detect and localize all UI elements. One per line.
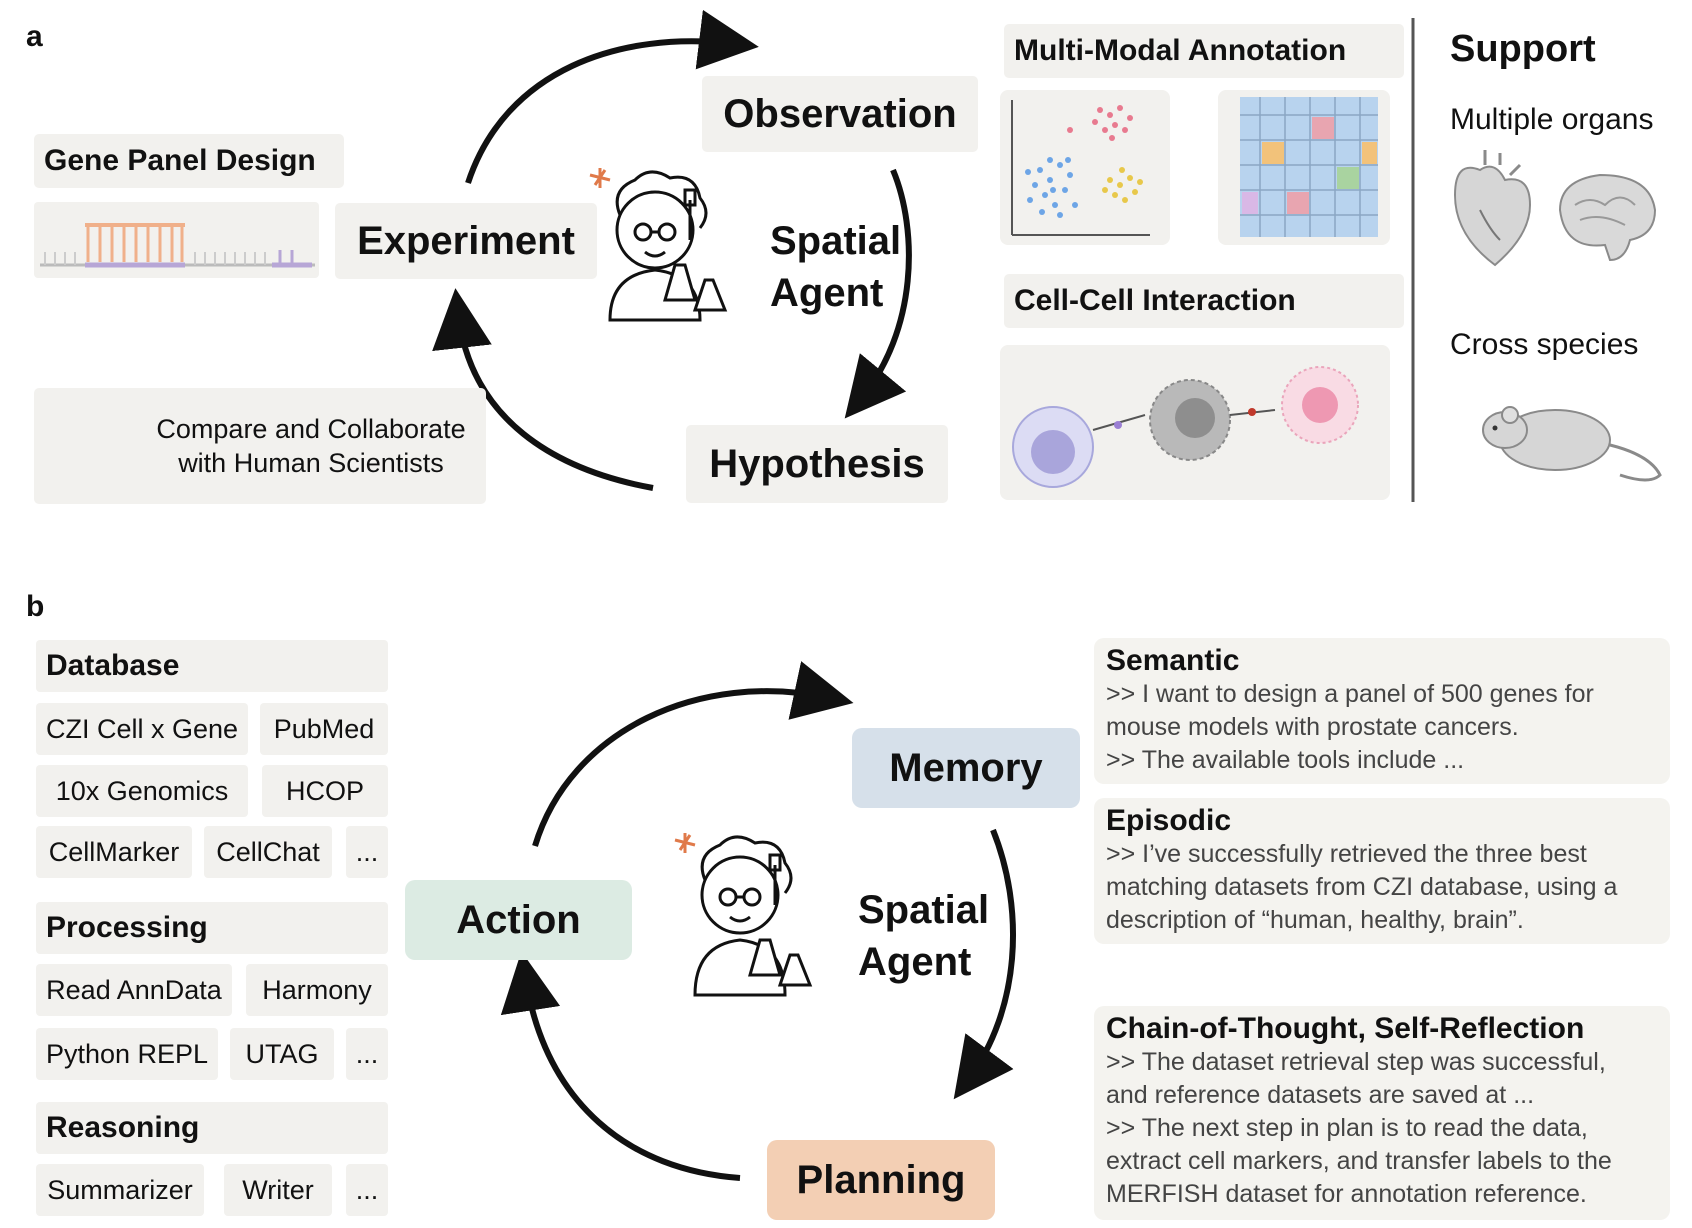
cot-line-1: >> The dataset retrieval step was succes… (1106, 1048, 1606, 1076)
cell-interaction-illustration (1000, 345, 1390, 500)
compare-line1: Compare and Collaborate (156, 414, 466, 444)
agent-label-b-line2: Agent (858, 940, 972, 984)
panel-b-letter: b (26, 590, 45, 623)
cell-cell-interaction-title: Cell-Cell Interaction (1004, 274, 1404, 328)
arrow-experiment-to-observation (465, 9, 759, 184)
panel-a-letter: a (26, 20, 43, 53)
tool-python-repl: Python REPL (36, 1028, 218, 1080)
cot-line-4: extract cell markers, and transfer label… (1106, 1147, 1612, 1175)
semantic-line-3: >> The available tools include ... (1106, 746, 1465, 774)
gene-panel-design-title: Gene Panel Design (34, 134, 344, 188)
semantic-line-2: mouse models with prostate cancers. (1106, 713, 1519, 741)
tool-database-more: ... (346, 826, 388, 878)
arrow-planning-to-action (500, 951, 741, 1181)
tool-writer: Writer (224, 1164, 332, 1216)
umap-scatter-illustration (1000, 90, 1170, 245)
action-node: Action (405, 880, 632, 960)
compare-text: Compare and Collaborate with Human Scien… (146, 412, 476, 480)
episodic-title: Episodic (1106, 804, 1232, 837)
tissue-section-illustration (1218, 90, 1390, 245)
arrow-hypothesis-to-experiment (432, 288, 654, 491)
tool-pubmed: PubMed (260, 703, 388, 755)
agent-label-line1: Spatial (770, 219, 902, 263)
observation-node: Observation (702, 76, 978, 152)
scientist-agent-icon (589, 168, 728, 322)
semantic-line-1: >> I want to design a panel of 500 genes… (1106, 680, 1594, 708)
agent-label-b-line1: Spatial (858, 888, 990, 932)
tool-cellmarker: CellMarker (36, 826, 192, 878)
gene-panel-illustration (34, 202, 319, 278)
cot-line-3: >> The next step in plan is to read the … (1106, 1114, 1588, 1142)
support-species-label: Cross species (1450, 328, 1639, 361)
hypothesis-node: Hypothesis (686, 425, 948, 503)
multimodal-annotation-title: Multi-Modal Annotation (1004, 24, 1404, 78)
processing-category: Processing (36, 902, 388, 954)
arrow-observation-to-hypothesis (844, 168, 912, 419)
compare-collaborate-box: Compare and Collaborate with Human Scien… (34, 388, 486, 504)
experiment-node: Experiment (335, 203, 597, 279)
tool-utag: UTAG (230, 1028, 334, 1080)
compare-line2: with Human Scientists (178, 448, 444, 478)
brain-icon (1558, 173, 1657, 262)
tool-10x-genomics: 10x Genomics (36, 765, 248, 817)
cot-memory-box: Chain-of-Thought, Self-Reflection >> The… (1094, 1006, 1670, 1220)
tool-hcop: HCOP (262, 765, 388, 817)
agent-label-line2: Agent (770, 271, 884, 315)
episodic-memory-box: Episodic >> I’ve successfully retrieved … (1094, 798, 1670, 944)
semantic-memory-box: Semantic >> I want to design a panel of … (1094, 638, 1670, 784)
agent-label-b: Spatial Agent (858, 884, 989, 988)
arrow-memory-to-planning (953, 828, 1017, 1100)
tool-read-anndata: Read AnnData (36, 964, 232, 1016)
database-category: Database (36, 640, 388, 692)
semantic-title: Semantic (1106, 644, 1240, 677)
support-organs-label: Multiple organs (1450, 103, 1654, 136)
tool-harmony: Harmony (246, 964, 388, 1016)
cot-title: Chain-of-Thought, Self-Reflection (1106, 1012, 1585, 1045)
scientist-agent-icon-b (674, 833, 813, 997)
tool-processing-more: ... (346, 1028, 388, 1080)
cot-line-5: MERFISH dataset for annotation reference… (1106, 1180, 1587, 1208)
tool-czi-cell-x-gene: CZI Cell x Gene (36, 703, 248, 755)
tool-cellchat: CellChat (204, 826, 332, 878)
tool-reasoning-more: ... (346, 1164, 388, 1216)
reasoning-category: Reasoning (36, 1102, 388, 1154)
tool-summarizer: Summarizer (36, 1164, 204, 1216)
episodic-line-2: matching datasets from CZI database, usi… (1106, 873, 1618, 901)
memory-node: Memory (852, 728, 1080, 808)
agent-label-a: Spatial Agent (770, 215, 901, 319)
episodic-line-1: >> I’ve successfully retrieved the three… (1106, 840, 1587, 868)
cot-line-2: and reference datasets are saved at ... (1106, 1081, 1535, 1109)
support-title: Support (1450, 28, 1596, 70)
heart-icon (1453, 150, 1532, 267)
planning-node: Planning (767, 1140, 995, 1220)
episodic-line-3: description of “human, healthy, brain”. (1106, 906, 1524, 934)
mouse-icon (1482, 406, 1662, 482)
arrow-action-to-memory (532, 661, 854, 847)
